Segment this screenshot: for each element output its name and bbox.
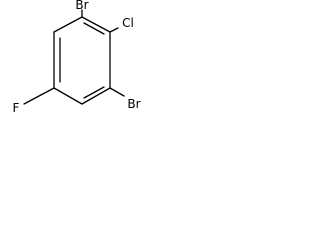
bond-c4-br-bottom bbox=[109, 87, 125, 97]
atom-label-cl: Cl bbox=[122, 16, 134, 30]
ring-bond-c4-c5 bbox=[81, 87, 111, 105]
double-bond-inner-bottom bbox=[83, 86, 105, 99]
molecule-structure: Br Cl F Br bbox=[13, 0, 141, 115]
atom-label-f: F bbox=[13, 101, 20, 115]
atom-label-br-bottom: Br bbox=[127, 97, 140, 111]
benzene-ring bbox=[53, 16, 111, 105]
ring-bond-c1-c2 bbox=[53, 16, 83, 33]
ring-bond-c5-c6 bbox=[53, 87, 83, 105]
atom-label-br-top: Br bbox=[75, 0, 88, 12]
ring-bond-c2-c3 bbox=[81, 16, 111, 33]
bond-c3-cl bbox=[109, 27, 119, 33]
double-bond-inner-top bbox=[83, 22, 105, 35]
bond-c6-f bbox=[23, 87, 55, 105]
